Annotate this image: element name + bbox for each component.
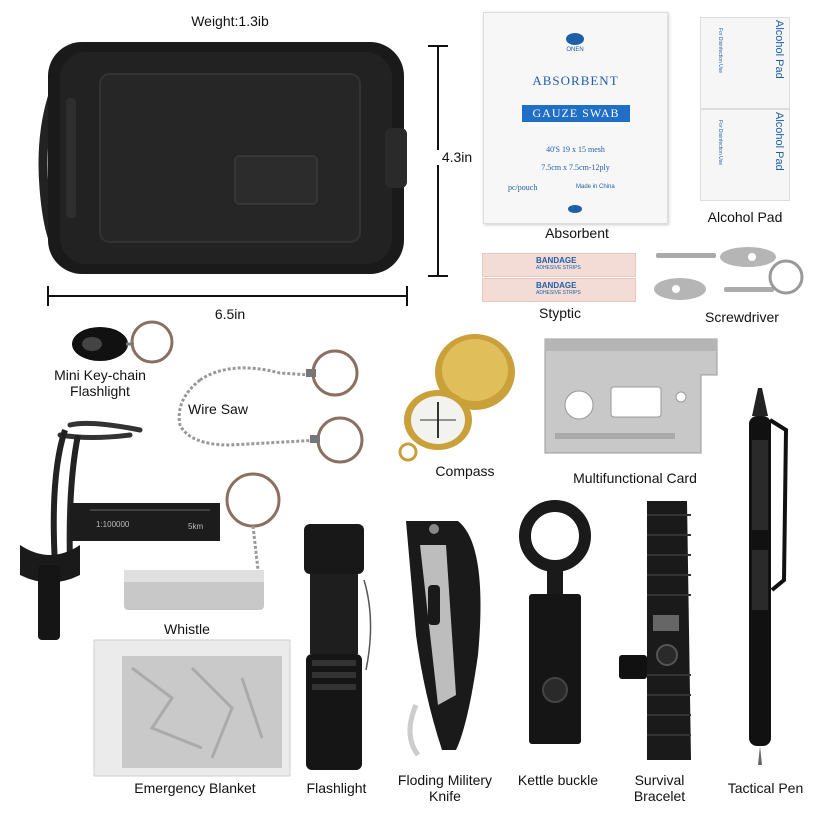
width-dimension-cap-left (47, 286, 49, 306)
alcohol-pad-label: Alcohol Pad (707, 209, 783, 225)
height-dimension-cap-top (428, 45, 448, 47)
width-dimension-cap-right (406, 286, 408, 306)
knife-label-1: Floding Militery (397, 772, 493, 788)
bandage-sub-2: ADHESIVE STRIPS (536, 290, 581, 296)
alcohol-pad-2: Alcohol Pad For Disinfection Use (700, 109, 790, 201)
flashlight-label: Flashlight (306, 780, 367, 796)
bracelet-label-2: Bracelet (633, 788, 686, 804)
screwdriver-image (650, 245, 810, 310)
flashlight-image (296, 520, 378, 775)
card-unit-text: 5km (188, 522, 204, 531)
bandage-title-2: BANDAGE (536, 281, 577, 290)
alcohol-pad-2-use: For Disinfection Use (717, 120, 723, 166)
multifunctional-card-label: Multifunctional Card (573, 470, 697, 486)
tactical-pen-image (730, 380, 800, 770)
alcohol-pad-2-title: Alcohol Pad (773, 112, 785, 171)
gauze-swab-pack: ONEN ABSORBENT GAUZE SWAB 40'S 19 x 15 m… (483, 12, 668, 224)
survival-bracelet-image (617, 495, 707, 770)
styptic-label: Styptic (538, 305, 581, 321)
kettle-buckle-label: Kettle buckle (517, 772, 599, 788)
mini-flashlight-label-1: Mini Key-chain (54, 367, 146, 383)
absorbent-label: Absorbent (545, 225, 609, 241)
width-label: 6.5in (214, 306, 246, 322)
whistle-image (118, 470, 293, 620)
wire-saw-image (170, 345, 380, 470)
height-dimension-cap-bottom (428, 275, 448, 277)
height-label: 4.3in (432, 150, 482, 165)
gauze-origin: Made in China (576, 184, 615, 190)
compass-image (390, 330, 525, 465)
screwdriver-label: Screwdriver (705, 309, 779, 325)
styptic-bandages: BANDAGE ADHESIVE STRIPS BANDAGE ADHESIVE… (482, 253, 636, 302)
mini-flashlight-label-2: Flashlight (70, 383, 130, 399)
emergency-blanket-image (92, 638, 292, 778)
weight-label: Weight:1.3ib (191, 13, 269, 29)
folding-knife-image (398, 515, 493, 770)
alcohol-pad-1: Alcohol Pad For Disinfection Use (700, 17, 790, 109)
compass-label: Compass (435, 463, 495, 479)
gauze-brand-icon (566, 33, 584, 45)
emergency-blanket-label: Emergency Blanket (134, 780, 256, 796)
gauze-brand-icon-bottom (568, 205, 582, 213)
whistle-label: Whistle (164, 621, 210, 637)
bandage-title-1: BANDAGE (536, 256, 577, 265)
wire-saw-label: Wire Saw (188, 401, 248, 417)
gauze-spec1: 40'S 19 x 15 mesh (546, 145, 605, 154)
width-dimension-line (48, 295, 408, 297)
mini-flashlight-image (60, 318, 180, 373)
gauze-line2: GAUZE SWAB (522, 105, 630, 122)
multifunctional-card-image (541, 335, 721, 457)
bracelet-label-1: Survival (634, 772, 685, 788)
gauze-spec2: 7.5cm x 7.5cm-12ply (541, 163, 610, 172)
hard-case-image (30, 38, 410, 278)
alcohol-pad-1-title: Alcohol Pad (773, 20, 785, 79)
fire-starter-image (10, 415, 225, 645)
kettle-buckle-image (515, 500, 595, 765)
bandage-sub-1: ADHESIVE STRIPS (536, 265, 581, 271)
card-scale-text: 1:100000 (96, 520, 130, 529)
gauze-line1: ABSORBENT (532, 73, 619, 88)
alcohol-pad-1-use: For Disinfection Use (717, 28, 723, 74)
gauze-spec3: pc/pouch (508, 183, 538, 192)
gauze-brand: ONEN (566, 47, 584, 53)
knife-label-2: Knife (429, 788, 461, 804)
tactical-pen-label: Tactical Pen (727, 780, 804, 796)
